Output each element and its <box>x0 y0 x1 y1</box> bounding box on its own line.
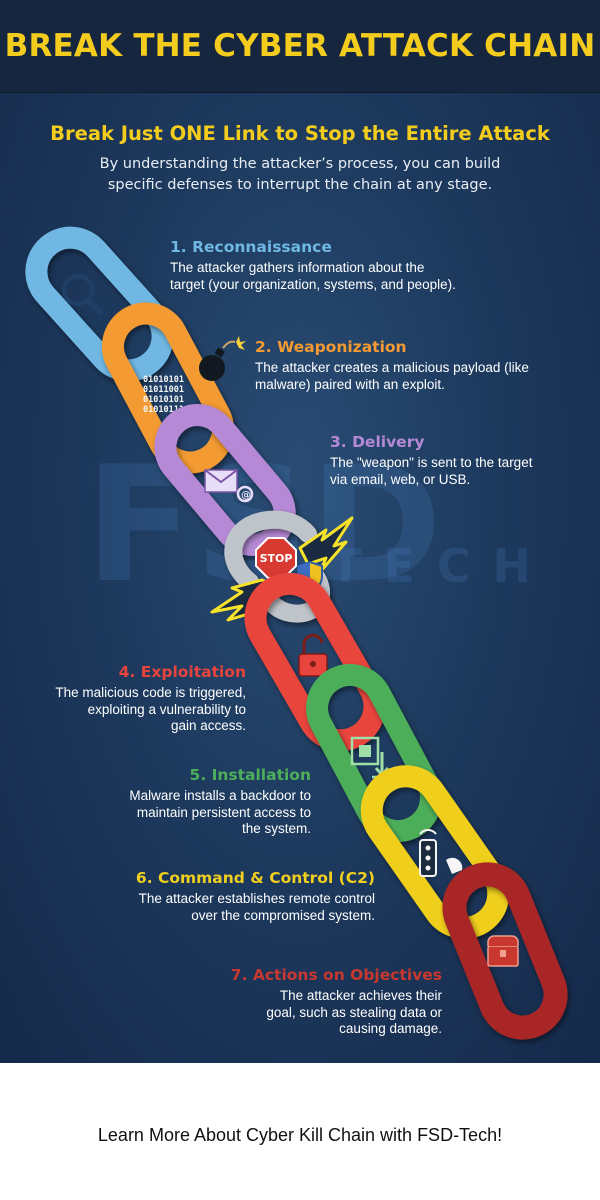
header-bar: BREAK THE CYBER ATTACK CHAIN <box>0 0 600 93</box>
step-title-1: 1. Reconnaissance <box>170 238 332 256</box>
step-desc-5: Malware installs a backdoor to maintain … <box>60 788 311 838</box>
intro-text: By understanding the attacker’s process,… <box>70 154 530 196</box>
remote-antenna-icon <box>419 829 463 877</box>
attack-chain-diagram: 01010101 01011001 01010101 01010111 @ <box>25 226 568 1040</box>
intro-line-1: By understanding the attacker’s process,… <box>99 156 501 172</box>
step-installation: 5. Installation Malware installs a backd… <box>60 766 311 838</box>
step-desc-7-line-3: causing damage. <box>339 1021 442 1036</box>
chain-link-command-control <box>360 765 510 939</box>
chain-link-weaponization <box>101 302 235 474</box>
chain-link-actions-objectives <box>442 862 568 1040</box>
step-desc-4-line-1: The malicious code is triggered, <box>55 685 246 700</box>
magnifier-icon <box>62 274 103 315</box>
step-desc-6-line-2: over the compromised system. <box>191 907 375 923</box>
step-delivery: 3. Delivery The "weapon" is sent to the … <box>330 433 580 488</box>
unlocked-padlock-icon <box>298 633 328 677</box>
lightning-bolt-upper <box>298 516 354 574</box>
step-desc-1-line-2: target (your organization, systems, and … <box>170 276 456 292</box>
stop-sign-icon: STOP <box>255 537 297 579</box>
chain-link-exploitation <box>244 572 386 752</box>
step-desc-1: The attacker gathers information about t… <box>170 260 570 293</box>
step-title-7: 7. Actions on Objectives <box>230 966 442 984</box>
stop-sign-text: STOP <box>260 552 293 565</box>
step-desc-7: The attacker achieves their goal, such a… <box>200 988 442 1038</box>
step-title-6: 6. Command & Control (C2) <box>135 869 375 887</box>
email-icon: @ <box>204 469 254 503</box>
step-desc-2: The attacker creates a malicious payload… <box>255 360 585 393</box>
chain-link-reconnaissance <box>25 226 174 382</box>
headline: Break Just ONE Link to Stop the Entire A… <box>50 122 550 145</box>
step-desc-3-line-2: via email, web, or USB. <box>330 471 471 487</box>
step-desc-4-line-2: exploiting a vulnerability to <box>87 701 246 717</box>
binary-line-4: 01010111 <box>143 405 184 415</box>
learn-more-link[interactable]: Learn More About Cyber Kill Chain with F… <box>97 1125 503 1145</box>
step-title-3: 3. Delivery <box>330 433 425 451</box>
step-reconnaissance: 1. Reconnaissance The attacker gathers i… <box>170 238 570 293</box>
binary-line-2: 01011001 <box>143 385 184 395</box>
step-desc-2-line-2: malware) paired with an exploit. <box>255 376 445 392</box>
step-title-2: 2. Weaponization <box>255 338 407 356</box>
step-desc-1-line-1: The attacker gathers information about t… <box>170 260 425 275</box>
step-desc-4: The malicious code is triggered, exploit… <box>20 685 246 735</box>
step-desc-4-line-3: gain access. <box>170 718 246 733</box>
treasure-chest-icon <box>487 935 519 967</box>
step-command-control: 6. Command & Control (C2) The attacker e… <box>100 869 375 924</box>
step-desc-5-line-2: maintain persistent access to <box>136 804 311 820</box>
page-title: BREAK THE CYBER ATTACK CHAIN <box>4 28 596 64</box>
step-desc-5-line-1: Malware installs a backdoor to <box>129 788 311 803</box>
step-desc-6: The attacker establishes remote control … <box>100 891 375 924</box>
infographic-poster: BREAK THE CYBER ATTACK CHAIN Break Just … <box>0 0 600 1063</box>
step-title-5: 5. Installation <box>189 766 311 784</box>
binary-code: 01010101 01011001 01010101 01010111 <box>143 375 184 415</box>
step-exploitation: 4. Exploitation The malicious code is tr… <box>20 663 246 735</box>
binary-line-3: 01010101 <box>143 395 184 405</box>
step-desc-5-line-3: the system. <box>241 821 311 836</box>
chain-link-installation <box>306 663 442 843</box>
binary-line-1: 01010101 <box>143 375 184 385</box>
step-title-4: 4. Exploitation <box>118 663 246 681</box>
step-desc-7-line-2: goal, such as stealing data or <box>266 1004 442 1020</box>
step-desc-2-line-1: The attacker creates a malicious payload… <box>255 360 529 375</box>
step-desc-6-line-1: The attacker establishes remote control <box>138 891 375 906</box>
bomb-icon <box>199 336 246 381</box>
step-actions-objectives: 7. Actions on Objectives The attacker ac… <box>200 966 442 1038</box>
step-weaponization: 2. Weaponization The attacker creates a … <box>255 338 585 393</box>
step-desc-3-line-1: The "weapon" is sent to the target <box>330 455 533 470</box>
step-desc-7-line-1: The attacker achieves their <box>279 988 442 1003</box>
step-desc-3: The "weapon" is sent to the target via e… <box>330 455 580 488</box>
intro-line-2: specific defenses to interrupt the chain… <box>107 177 493 193</box>
svg-text:@: @ <box>241 490 251 501</box>
